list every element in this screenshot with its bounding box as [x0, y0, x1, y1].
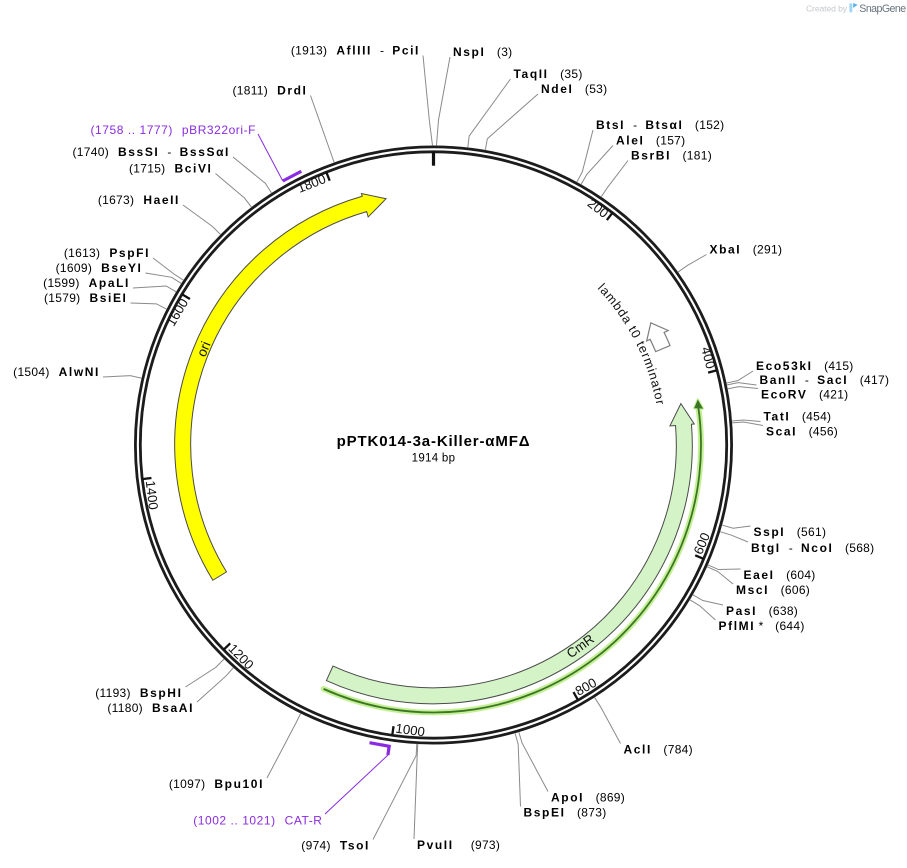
- svg-text:(1609)BseYI: (1609)BseYI: [56, 261, 143, 275]
- svg-text:pPTK014-3a-Killer-αMFΔ: pPTK014-3a-Killer-αMFΔ: [337, 433, 531, 450]
- svg-text:(1002 .. 1021)CAT-R: (1002 .. 1021)CAT-R: [193, 814, 322, 828]
- svg-text:TaqII(35): TaqII(35): [514, 67, 583, 81]
- svg-text:(1599)ApaLI: (1599)ApaLI: [43, 276, 130, 290]
- svg-text:PflMI*(644): PflMI*(644): [719, 619, 805, 633]
- svg-text:TatI(454): TatI(454): [764, 410, 832, 424]
- svg-text:(1913)AflIII-PciI: (1913)AflIII-PciI: [291, 44, 420, 58]
- svg-text:XbaI(291): XbaI(291): [710, 243, 783, 257]
- svg-text:NspI(3): NspI(3): [453, 45, 512, 59]
- svg-text:NdeI(53): NdeI(53): [541, 82, 607, 96]
- svg-text:MscI(606): MscI(606): [736, 583, 810, 597]
- svg-text:(1673)HaeII: (1673)HaeII: [98, 193, 180, 207]
- svg-text:(1504)AlwNI: (1504)AlwNI: [13, 365, 100, 379]
- svg-text:(974)TsoI: (974)TsoI: [301, 839, 370, 853]
- svg-text:ScaI(456): ScaI(456): [766, 425, 838, 439]
- svg-text:BtgI-NcoI(568): BtgI-NcoI(568): [751, 541, 874, 555]
- svg-text:EcoRV(421): EcoRV(421): [761, 388, 848, 402]
- svg-text:1400: 1400: [143, 480, 161, 511]
- svg-text:(1193)BspHI: (1193)BspHI: [95, 686, 182, 700]
- svg-text:400: 400: [698, 345, 718, 370]
- svg-text:SspI(561): SspI(561): [754, 525, 827, 539]
- svg-text:EaeI(604): EaeI(604): [744, 568, 816, 582]
- svg-text:1914 bp: 1914 bp: [412, 453, 456, 465]
- svg-text:BsrBI(181): BsrBI(181): [631, 149, 712, 163]
- svg-text:(1758 .. 1777)pBR322ori-F: (1758 .. 1777)pBR322ori-F: [91, 123, 257, 137]
- svg-text:ApoI(869): ApoI(869): [551, 791, 625, 805]
- svg-text:PasI(638): PasI(638): [726, 604, 798, 618]
- svg-text:AleI(157): AleI(157): [616, 134, 685, 148]
- svg-text:BspEI(873): BspEI(873): [524, 806, 607, 820]
- svg-text:(1811)DrdI: (1811)DrdI: [232, 84, 307, 98]
- svg-text:SnapGene: SnapGene: [859, 3, 906, 15]
- svg-text:PvuII(973): PvuII(973): [417, 838, 500, 852]
- svg-text:(1715)BciVI: (1715)BciVI: [129, 162, 213, 176]
- svg-text:1000: 1000: [395, 721, 426, 740]
- svg-text:Eco53kI(415): Eco53kI(415): [756, 359, 854, 373]
- svg-text:BtsI-BtsαI(152): BtsI-BtsαI(152): [596, 118, 724, 132]
- svg-text:(1579)BsiEI: (1579)BsiEI: [44, 291, 128, 305]
- svg-text:Created by: Created by: [806, 3, 848, 13]
- svg-text:(1180)BsaAI: (1180)BsaAI: [107, 701, 194, 715]
- svg-text:ori: ori: [194, 339, 214, 359]
- svg-text:AclI(784): AclI(784): [624, 743, 693, 757]
- svg-text:(1097)Bpu10I: (1097)Bpu10I: [169, 777, 264, 791]
- svg-text:BanII-SacI(417): BanII-SacI(417): [760, 373, 890, 387]
- svg-text:(1740)BssSI-BssSαI: (1740)BssSI-BssSαI: [73, 145, 231, 159]
- svg-text:(1613)PspFI: (1613)PspFI: [64, 246, 150, 260]
